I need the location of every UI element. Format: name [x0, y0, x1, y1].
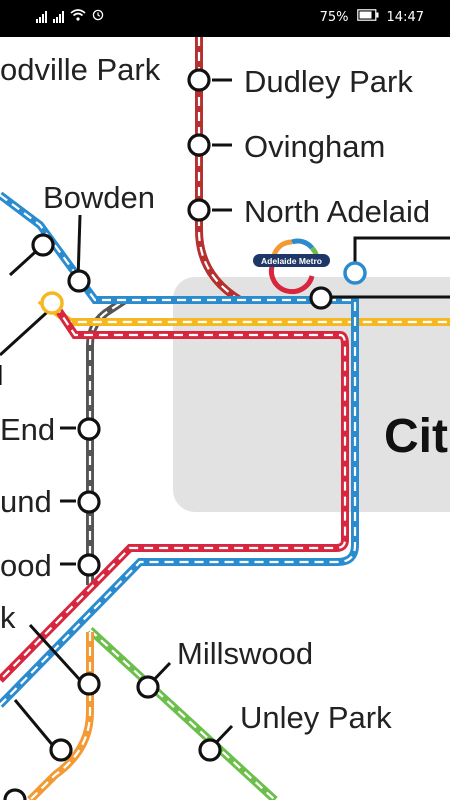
label-ood: ood [0, 548, 52, 583]
blue-line [0, 191, 359, 708]
alarm-icon [92, 9, 104, 24]
label-und: und [0, 484, 52, 519]
label-unley-park: Unley Park [240, 700, 392, 735]
station-west-yellow [40, 291, 64, 315]
label-north-adelaide: North Adelaid [244, 194, 430, 229]
status-right: 75% 14:47 [320, 9, 424, 25]
station-south-2 [3, 788, 27, 800]
station-adelaide-blue [343, 261, 367, 285]
battery-percent: 75% [319, 9, 349, 25]
adelaide-metro-logo: Adelaide Metro [253, 238, 330, 295]
station-markers [3, 68, 333, 800]
status-left [36, 9, 104, 24]
station-ood [77, 553, 101, 577]
station-dudley-park [187, 68, 211, 92]
station-adelaide-interchange [309, 286, 333, 310]
station-west-1 [31, 233, 55, 257]
label-k: k [0, 600, 16, 635]
label-dudley-park: Dudley Park [244, 64, 413, 99]
green-line [87, 627, 278, 800]
label-leaders [0, 78, 450, 751]
metro-map[interactable]: Cit [0, 37, 450, 800]
station-unley-park [198, 738, 222, 762]
station-south-1 [49, 738, 73, 762]
signal-icon-2 [53, 10, 64, 23]
station-end [77, 417, 101, 441]
logo-text: Adelaide Metro [261, 256, 322, 266]
station-millswood [136, 675, 160, 699]
signal-icon-1 [36, 10, 47, 23]
city-label: Cit [384, 410, 448, 463]
label-end: End [0, 412, 55, 447]
clock-time: 14:47 [386, 9, 424, 25]
label-millswood: Millswood [177, 636, 313, 671]
station-k [77, 672, 101, 696]
label-bowden: Bowden [43, 180, 155, 215]
station-bowden [67, 269, 91, 293]
orange-line [27, 632, 94, 800]
battery-icon [356, 9, 379, 25]
brown-red-line [195, 37, 243, 304]
station-north-adelaide [187, 198, 211, 222]
wifi-icon [70, 9, 86, 24]
station-und [77, 490, 101, 514]
status-bar: 75% 14:47 [0, 0, 450, 37]
city-zone [173, 277, 450, 512]
red-line [0, 302, 349, 683]
station-ovingham [187, 133, 211, 157]
label-ovingham: Ovingham [244, 129, 385, 164]
label-woodville-park: odville Park [0, 52, 161, 87]
